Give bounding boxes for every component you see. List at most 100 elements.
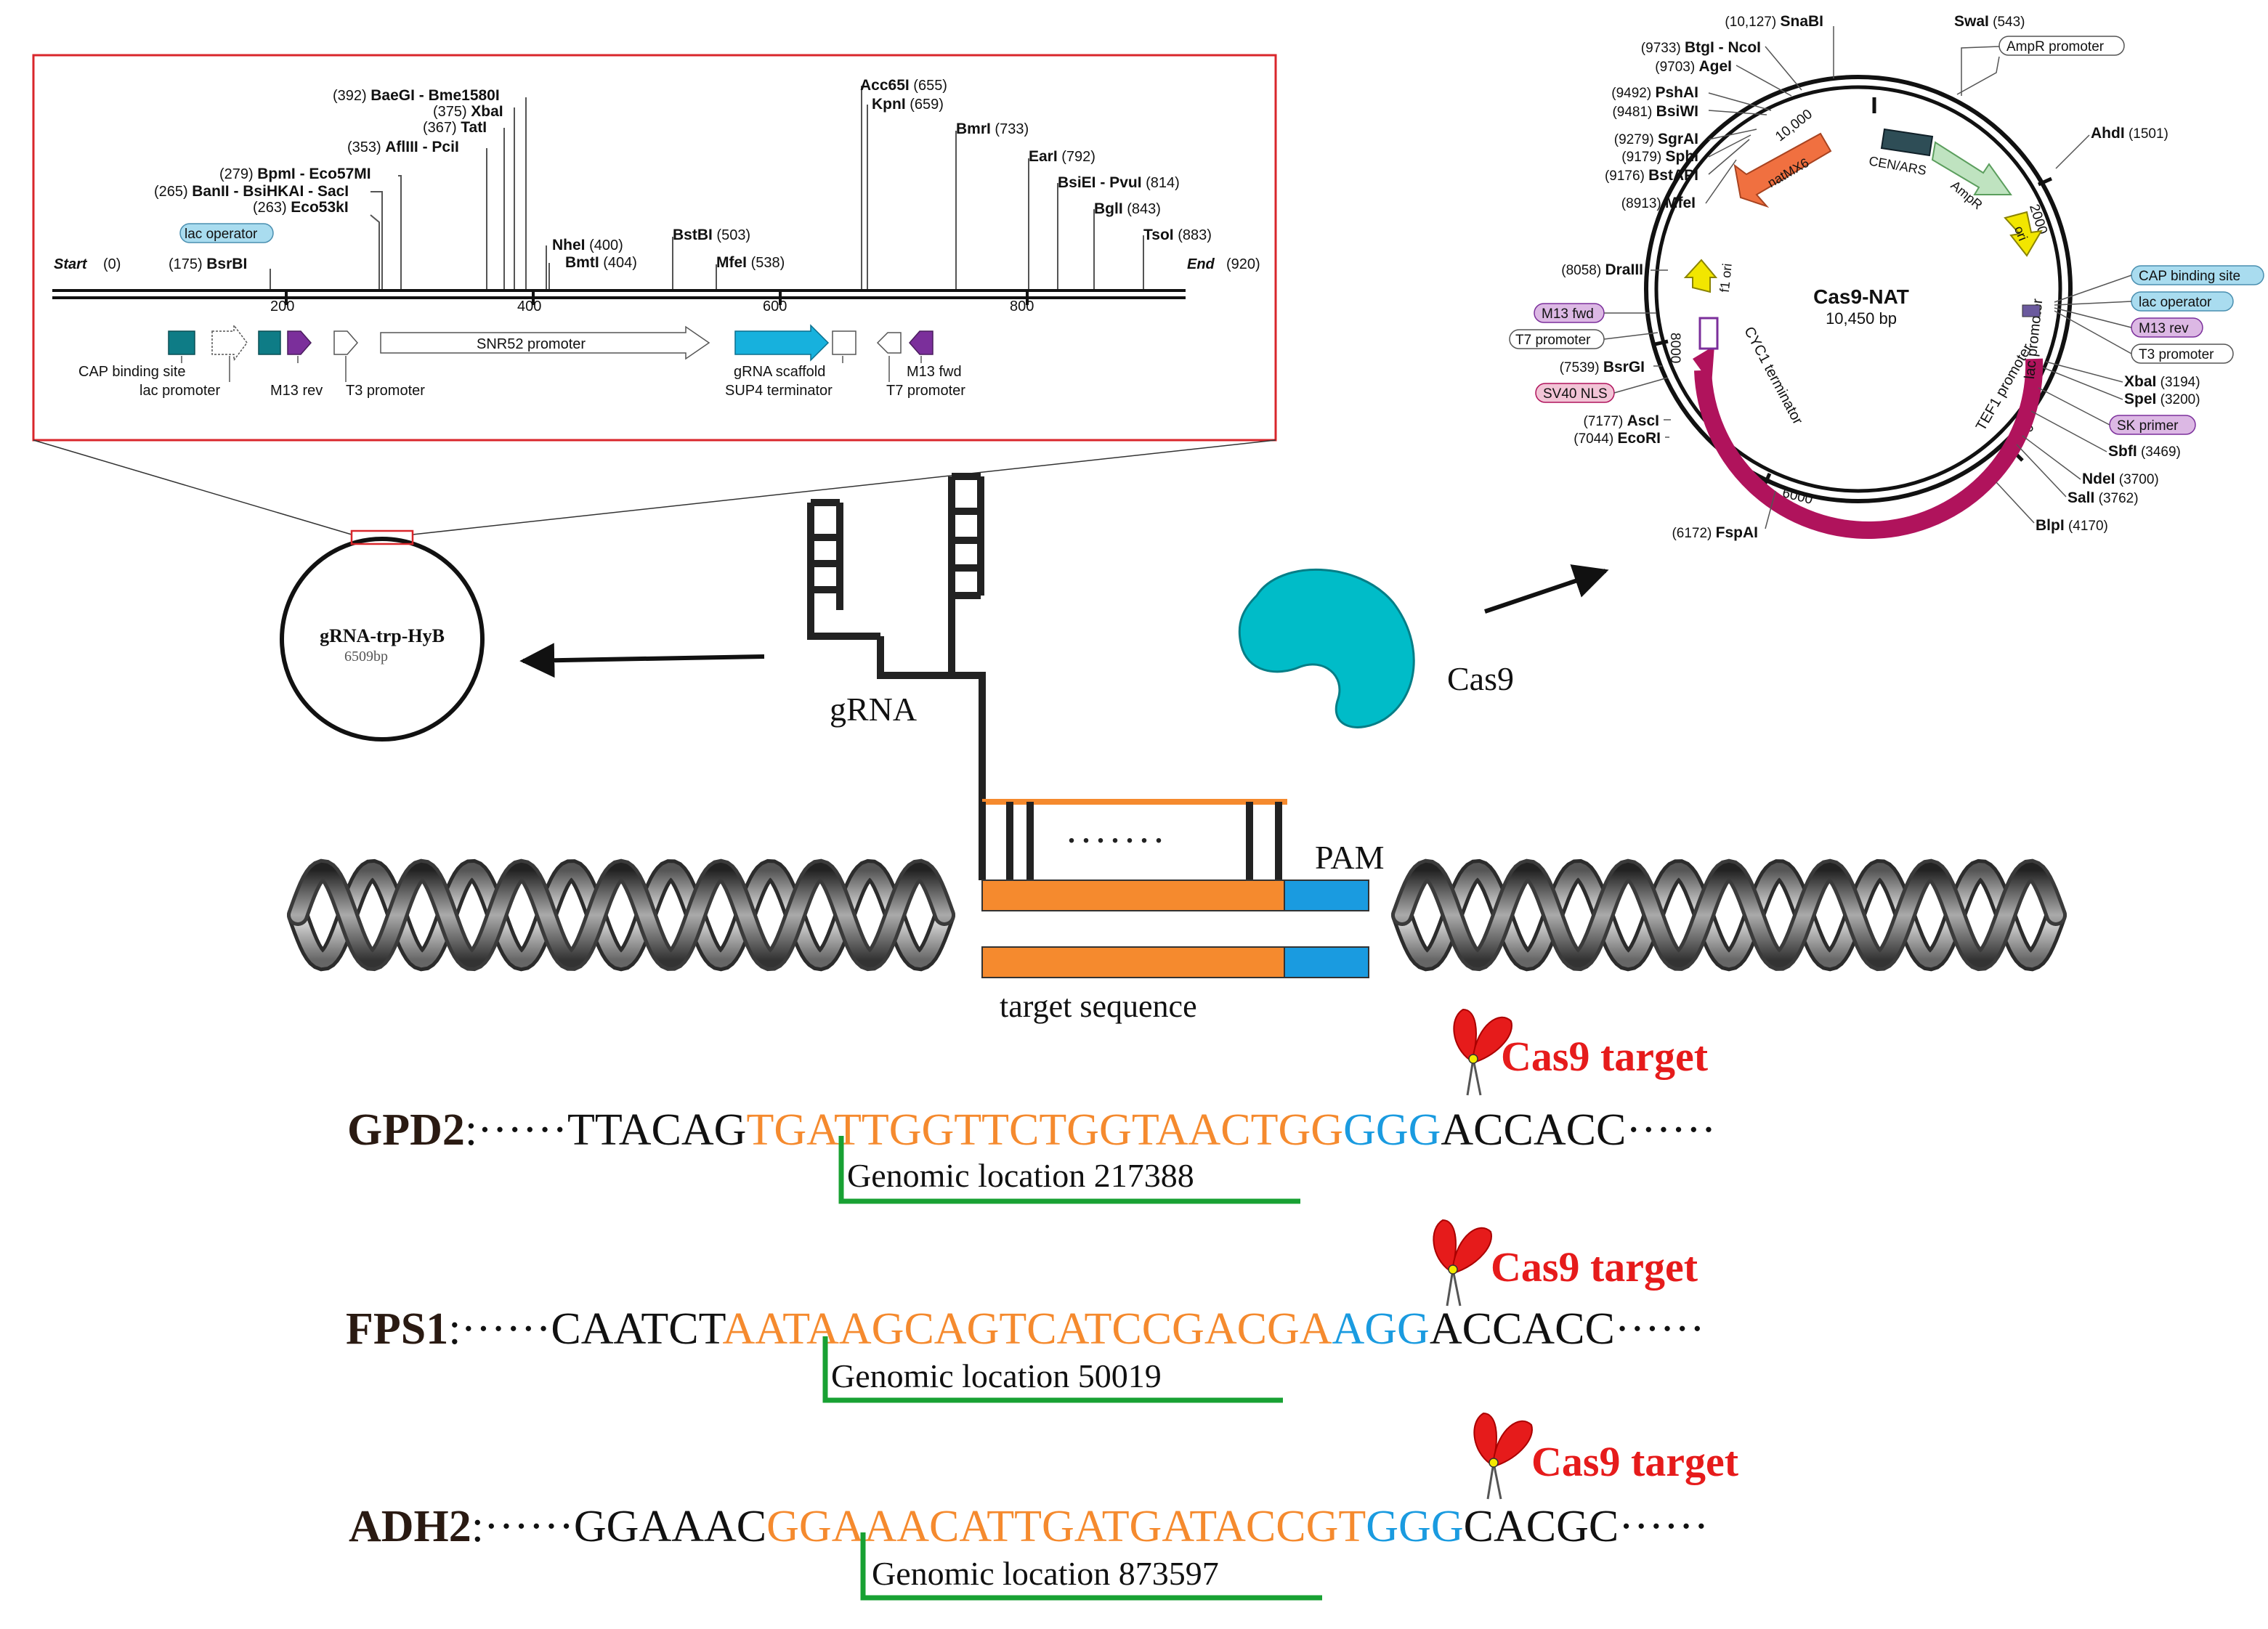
inset-lac-operator-box [258, 330, 281, 355]
grna-structure [807, 473, 986, 876]
grna-to-plasmid-arrow [519, 643, 765, 678]
inset-m13-rev-label: M13 rev [270, 383, 323, 399]
inset-start-label: Start [54, 256, 88, 272]
inset-site-kpni: KpnI (659) [872, 96, 944, 113]
cas9-gene-label: Cas9 [1858, 461, 1892, 477]
cas9-plasmid-name: Cas9-NAT [1813, 285, 1909, 308]
fps1-trail-dots: ······ [1615, 1304, 1705, 1354]
adh2-cas9-target-label: Cas9 target [1531, 1438, 1739, 1485]
gene-row-adh2: Cas9 target ADH2:······GGAAACGGAAACATTGA… [349, 1412, 1739, 1601]
grna-spacer-dots: . . . . . . . [1068, 816, 1162, 849]
adh2-trail-dots: ······ [1619, 1502, 1709, 1551]
inset-site-eari: EarI (792) [1029, 148, 1095, 165]
cas9-site-bsrgi: (7539) BsrGI [1560, 359, 1645, 375]
cas9-ampr-promoter-label: AmpR promoter [2006, 39, 2105, 54]
gpd2-trail-dots: ······ [1626, 1105, 1716, 1155]
adh2-left-flank: GGAAAC [574, 1502, 766, 1551]
adh2-location-bracket [860, 1532, 1322, 1601]
cas9-ring-tick-8000: 8000 [1667, 333, 1682, 363]
cas9-to-plasmid-arrow [1484, 564, 1609, 614]
grna-label: gRNA [830, 691, 917, 728]
adh2-gene-name: ADH2 [349, 1502, 471, 1551]
cas9-plasmid-ring-outer [1644, 75, 2073, 503]
cas9-cyc1-label: CYC1 terminator [1741, 324, 1806, 427]
inset-lac-promoter-label: lac promoter [139, 383, 220, 399]
inset-snr52-label: SNR52 promoter [477, 336, 586, 352]
cas9-sv40-nls-label: SV40 NLS [1543, 386, 1608, 402]
inset-cap-site-box [168, 330, 195, 355]
zoom-line-left [33, 439, 352, 535]
inset-frame [32, 54, 1277, 442]
cas9-site-bsiwi: (9481) BsiWI [1612, 103, 1698, 120]
cas9-site-agei: (9703) AgeI [1655, 58, 1732, 75]
dna-helix-right [1391, 858, 2067, 972]
inset-sup4-label: SUP4 terminator [725, 383, 833, 399]
fps1-lead-dots: ······ [461, 1304, 551, 1354]
cas9-label: Cas9 [1447, 660, 1514, 697]
grna-plasmid-name: gRNA-trp-HyB [320, 625, 445, 646]
cas9-site-blpi: BlpI (4170) [2036, 517, 2108, 534]
cas9-ori-arrow [2004, 211, 2043, 257]
fps1-gene-name: FPS1 [346, 1304, 448, 1354]
inset-site-bgli: BglI (843) [1094, 200, 1161, 217]
cas9-cyc1-block [1698, 317, 1719, 350]
inset-snr52-arrow [380, 325, 710, 360]
inset-site-leaders [270, 86, 1144, 289]
cas9-f1-ori-arrow [1683, 259, 1718, 293]
inset-site-xbai: (375) XbaI [433, 103, 503, 120]
zoom-line-right [412, 439, 1276, 535]
grna-plasmid: gRNA-trp-HyB 6509bp [280, 529, 485, 742]
cas9-site-swai: SwaI (543) [1954, 13, 2025, 30]
gpd2-right-flank: ACCACC [1441, 1105, 1626, 1155]
inset-site-nhei: NheI (400) [552, 237, 623, 253]
gpd2-colon: : [465, 1105, 477, 1155]
adh2-colon: : [471, 1502, 484, 1551]
cas9-site-ecori: (7044) EcoRI [1574, 430, 1661, 447]
inset-site-bmri: BmrI (733) [956, 121, 1029, 137]
cas9-lac-operator-label: lac operator [2139, 295, 2212, 310]
inset-site-mfei: MfeI (538) [716, 254, 785, 271]
cas9-site-bstapi: (9176) BstAPI [1605, 167, 1698, 184]
cas9-m13-rev-label: M13 rev [2139, 321, 2189, 336]
inset-m13-fwd-arrow [909, 330, 933, 355]
cas9-protein-shape [1238, 569, 1415, 728]
inset-lac-promoter-arrow [211, 323, 248, 362]
inset-tick-400: 400 [517, 298, 541, 314]
cas9-sk-primer-label: SK primer [2117, 418, 2179, 434]
target-strand-orange-top [981, 880, 1285, 911]
cas9-t3-promoter-label: T3 promoter [2139, 347, 2214, 362]
target-schematic: . . . . . . . PAM target sequence [979, 799, 1384, 1024]
inset-site-acc65i: Acc65I (655) [860, 77, 947, 94]
gpd2-pam: GGG [1343, 1105, 1441, 1155]
gpd2-left-flank: TTACAG [567, 1105, 746, 1155]
gpd2-lead-dots: ······ [477, 1105, 567, 1155]
inset-lac-operator-label: lac operator [185, 227, 258, 242]
cas9-gene-arc [1694, 358, 2044, 540]
cas9-t7-promoter-label: T7 promoter [1515, 333, 1591, 348]
adh2-pam: GGG [1366, 1502, 1463, 1551]
inset-grna-scaffold-arrow [734, 324, 830, 362]
pam-strand-blue-bottom [1284, 946, 1369, 978]
pam-strand-blue-top [1284, 880, 1369, 911]
pam-label: PAM [1315, 839, 1384, 876]
grna-spacer-rungs [979, 802, 1282, 880]
inset-site-tsoi: TsoI (883) [1143, 227, 1212, 243]
inset-site-bsrbi: (175) BsrBI [169, 256, 247, 272]
cas9-plasmid-size: 10,450 bp [1826, 309, 1897, 328]
cas9-site-xbai: XbaI (3194) [2124, 373, 2200, 390]
cas9-ring-ticks [1654, 97, 2053, 488]
inset-features: SNR52 promoter [168, 323, 933, 362]
cas9-plasmid: Cas9-NAT 10,450 bp 10,000 2000 4000 6000… [1509, 13, 2264, 541]
inset-m13-rev-arrow [287, 330, 312, 355]
cas9-site-snabi: (10,127) SnaBI [1725, 13, 1823, 30]
inset-m13-fwd-label: M13 fwd [907, 364, 962, 380]
fps1-location-bracket [822, 1336, 1283, 1403]
cas9-site-sbfi: SbfI (3469) [2108, 443, 2181, 460]
grna-plasmid-highlight [350, 529, 414, 545]
gpd2-location-bracket [838, 1136, 1300, 1204]
cas9-cap-binding-site-label: CAP binding site [2139, 269, 2240, 284]
cas9-site-ndei: NdeI (3700) [2082, 471, 2159, 487]
adh2-right-flank: CACGC [1464, 1502, 1619, 1551]
cas9-left-leaders [1651, 26, 1834, 529]
